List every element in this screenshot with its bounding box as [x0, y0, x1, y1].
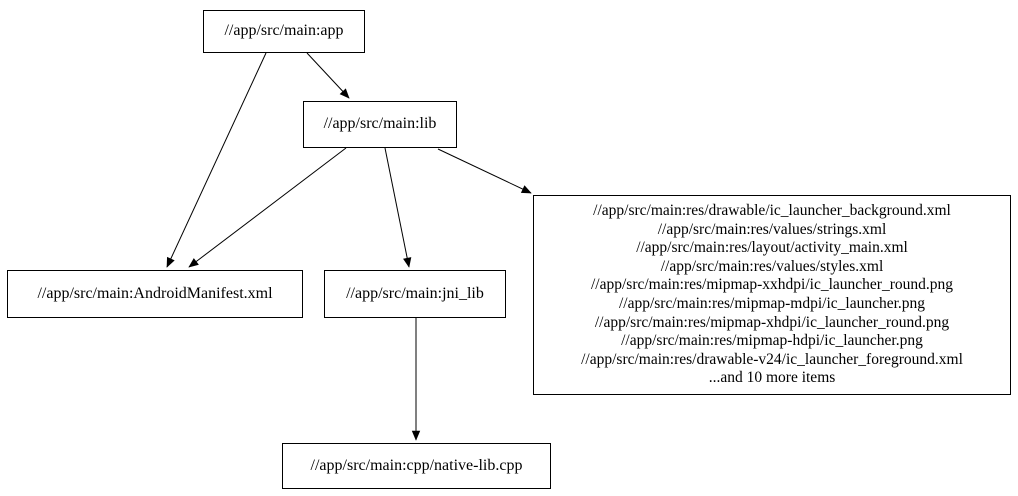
node-res-group-line: //app/src/main:res/values/styles.xml	[660, 257, 884, 275]
edge-lib-to-jni-lib	[384, 147, 412, 268]
edge-app-to-lib	[306, 52, 350, 99]
node-android-manifest-label: //app/src/main:AndroidManifest.xml	[37, 284, 273, 302]
node-res-group-line: //app/src/main:res/mipmap-xhdpi/ic_launc…	[594, 313, 950, 331]
edge-lib-to-res-group	[437, 148, 532, 194]
node-app-label: //app/src/main:app	[224, 22, 344, 40]
node-app: //app/src/main:app	[203, 10, 365, 53]
node-res-group-line: //app/src/main:res/mipmap-mdpi/ic_launch…	[618, 295, 926, 312]
node-res-group-line: //app/src/main:res/drawable-v24/ic_launc…	[581, 350, 963, 368]
node-native-lib-label: //app/src/main:cpp/native-lib.cpp	[310, 456, 523, 474]
node-res-group-line: //app/src/main:res/mipmap-hdpi/ic_launch…	[621, 332, 923, 350]
edge-lib-to-manifest	[188, 147, 347, 268]
node-res-group-line: //app/src/main:res/mipmap-xxhdpi/ic_laun…	[590, 276, 953, 294]
node-res-group-line: ...and 10 more items	[708, 369, 836, 387]
node-res-group-line: //app/src/main:res/drawable/ic_launcher_…	[593, 202, 951, 220]
node-native-lib: //app/src/main:cpp/native-lib.cpp	[282, 443, 551, 489]
node-res-group-line: //app/src/main:res/values/strings.xml	[657, 220, 887, 238]
node-lib: //app/src/main:lib	[303, 101, 457, 148]
node-jni-lib-label: //app/src/main:jni_lib	[346, 284, 484, 302]
node-res-group-line: //app/src/main:res/layout/activity_main.…	[636, 239, 908, 257]
node-android-manifest: //app/src/main:AndroidManifest.xml	[7, 270, 303, 318]
node-jni-lib: //app/src/main:jni_lib	[324, 270, 506, 318]
node-lib-label: //app/src/main:lib	[323, 115, 437, 133]
edge-app-to-manifest	[166, 52, 267, 268]
node-res-group: //app/src/main:res/drawable/ic_launcher_…	[533, 195, 1011, 395]
